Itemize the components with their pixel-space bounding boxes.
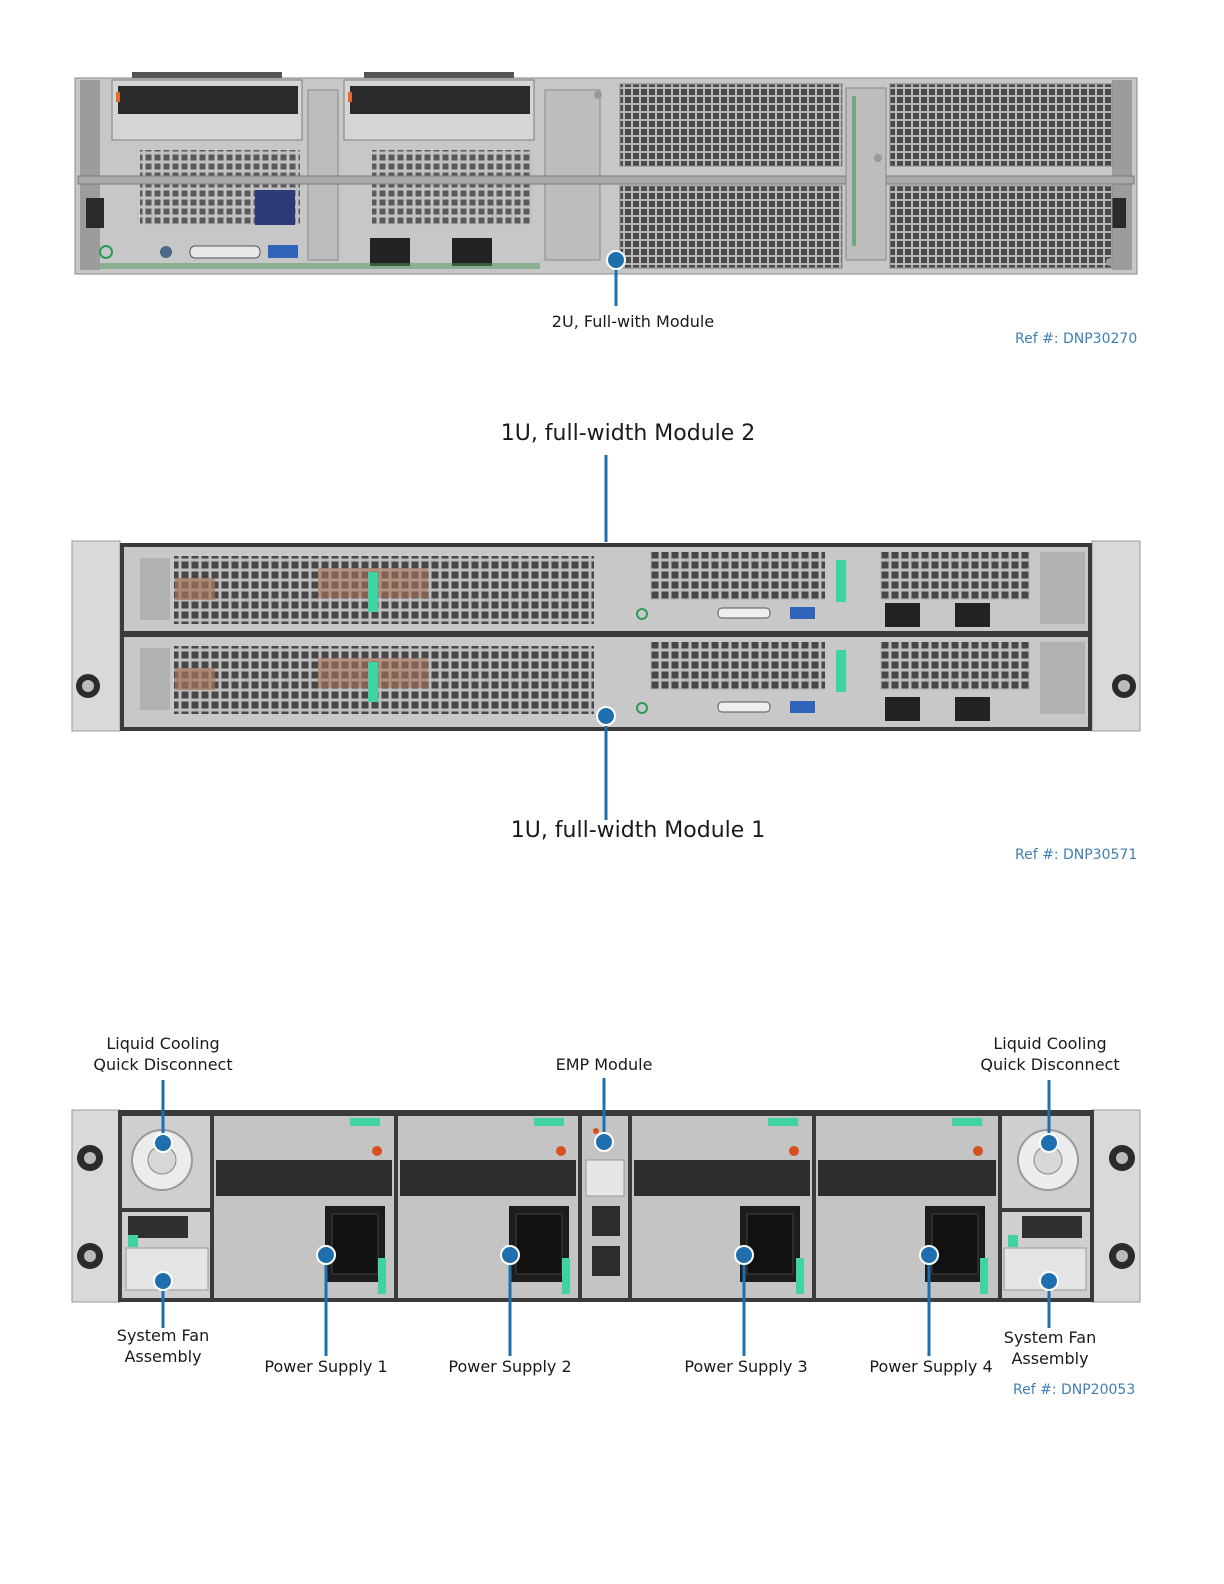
callout-dot-fan-right bbox=[1040, 1272, 1058, 1290]
callout-dot-fan-left bbox=[154, 1272, 172, 1290]
2u-module-illustration bbox=[0, 0, 1224, 360]
label-power-supply-4: Power Supply 4 bbox=[851, 1356, 1011, 1377]
callout-dot bbox=[607, 251, 625, 269]
ref-number-2: Ref #: DNP30571 bbox=[1015, 847, 1137, 863]
figure-2u-module: 2U, Full-with Module Ref #: DNP30270 bbox=[0, 0, 1224, 360]
callout-dot-emp bbox=[595, 1133, 613, 1151]
callout-dot-lc-right bbox=[1040, 1134, 1058, 1152]
ref-number-3: Ref #: DNP20053 bbox=[1013, 1382, 1135, 1398]
figure-1u-modules: 1U, full-width Module 2 1U, full-width M… bbox=[0, 400, 1224, 870]
callout-dot-psu-2 bbox=[501, 1246, 519, 1264]
ref-number-1: Ref #: DNP30270 bbox=[1015, 331, 1137, 347]
callout-dot-psu-3 bbox=[735, 1246, 753, 1264]
callout-dot-bottom bbox=[597, 707, 615, 725]
callout-dot-psu-1 bbox=[317, 1246, 335, 1264]
callout-dot-psu-4 bbox=[920, 1246, 938, 1264]
label-1u-module-1: 1U, full-width Module 1 bbox=[488, 817, 788, 845]
label-power-supply-3: Power Supply 3 bbox=[666, 1356, 826, 1377]
label-emp-module: EMP Module bbox=[514, 1054, 694, 1075]
label-1u-module-2: 1U, full-width Module 2 bbox=[478, 420, 778, 448]
label-2u-module: 2U, Full-with Module bbox=[533, 311, 733, 332]
1u-modules-illustration bbox=[0, 400, 1224, 870]
callout-dot-lc-left bbox=[154, 1134, 172, 1152]
label-power-supply-2: Power Supply 2 bbox=[430, 1356, 590, 1377]
label-power-supply-1: Power Supply 1 bbox=[246, 1356, 406, 1377]
